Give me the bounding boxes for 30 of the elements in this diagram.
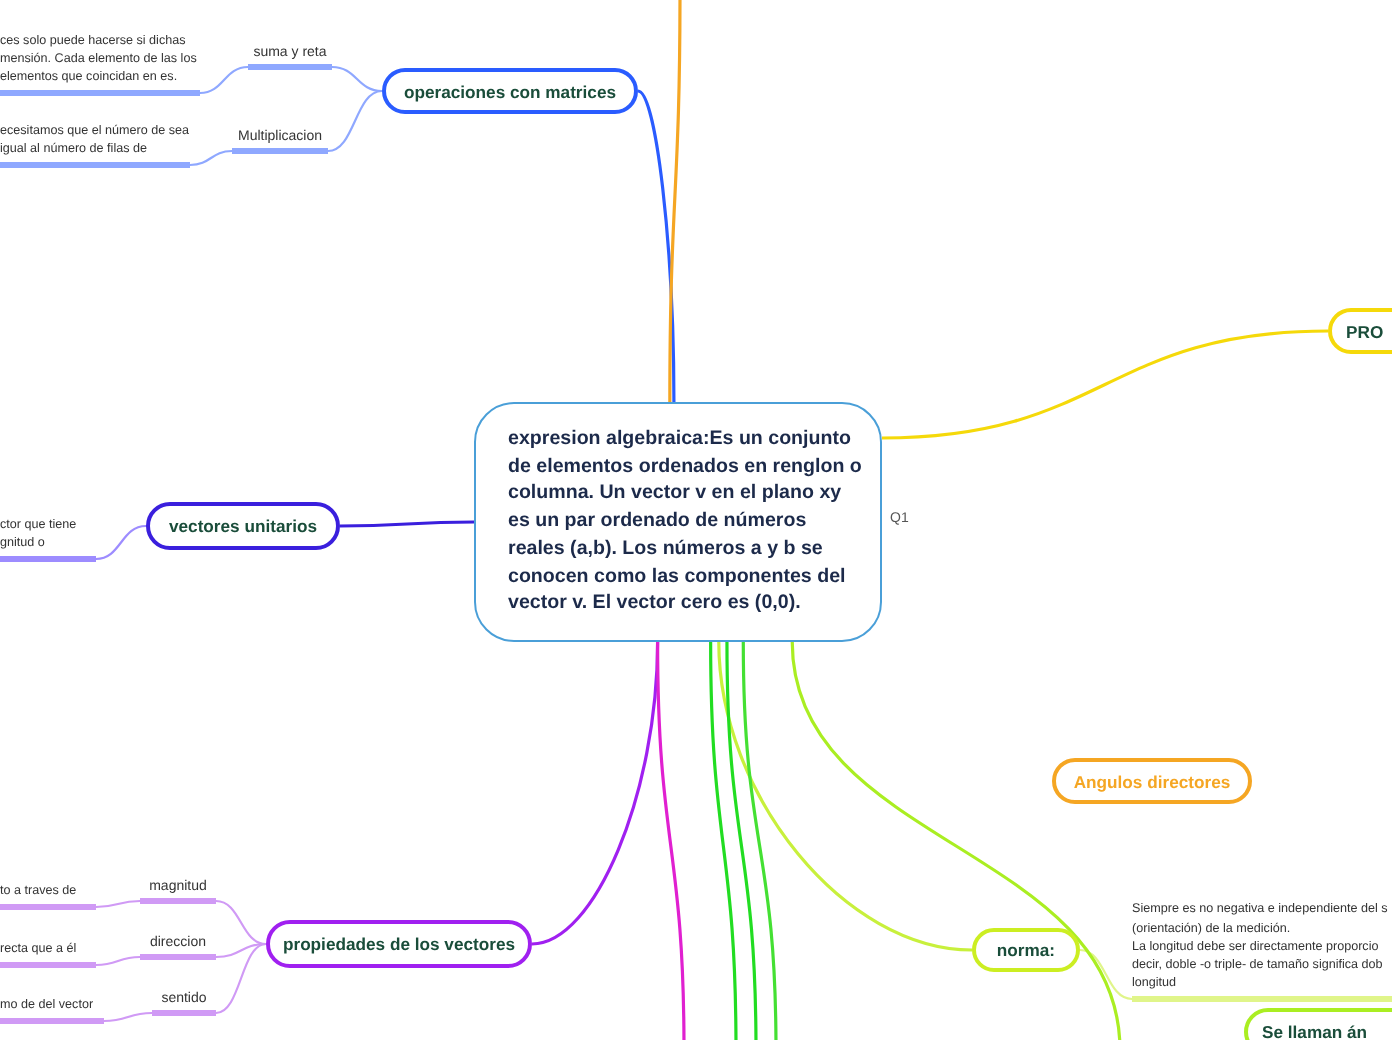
- topic-box: PRO: [1328, 308, 1392, 354]
- branch-line: [709, 642, 738, 1040]
- topic-box: vectores unitarios: [146, 502, 340, 550]
- branch-line: [95, 899, 141, 909]
- branch-line: [656, 642, 686, 1040]
- branch-line: [215, 942, 267, 959]
- branch-line: [95, 955, 141, 967]
- branch-line: [199, 65, 249, 95]
- branch-line: [340, 520, 474, 528]
- branch-line: [668, 0, 682, 402]
- topic-box: Angulos directores: [1052, 758, 1252, 804]
- branch-line: [717, 641, 973, 952]
- branch-line: [637, 89, 676, 402]
- branch-line: [725, 642, 758, 1040]
- branch-line: [215, 899, 267, 946]
- branch-line: [1079, 948, 1133, 1001]
- branch-line: [331, 65, 383, 93]
- branch-line: [881, 329, 1329, 440]
- branch-line: [189, 149, 233, 167]
- topic-box: Se llaman án: [1244, 1008, 1392, 1040]
- central-topic-box: expresion algebraica:Es un conjunto de elementos ordenados en renglon o columna. Un vector v en el plano xy es un par ordenado de números reales (a,b). Los números a y b se conocen como las componentes del vector v. El vector cero es (0,0).: [474, 402, 882, 642]
- topic-box: norma:: [972, 928, 1080, 972]
- branch-line: [95, 524, 147, 561]
- branch-line: [103, 1011, 153, 1023]
- branch-line: [327, 89, 383, 153]
- branch-line: [741, 641, 778, 1040]
- topic-box: operaciones con matrices: [382, 68, 638, 114]
- branch-line: [790, 641, 1122, 1040]
- branch-line: [215, 942, 267, 1015]
- topic-box: propiedades de los vectores: [266, 920, 532, 968]
